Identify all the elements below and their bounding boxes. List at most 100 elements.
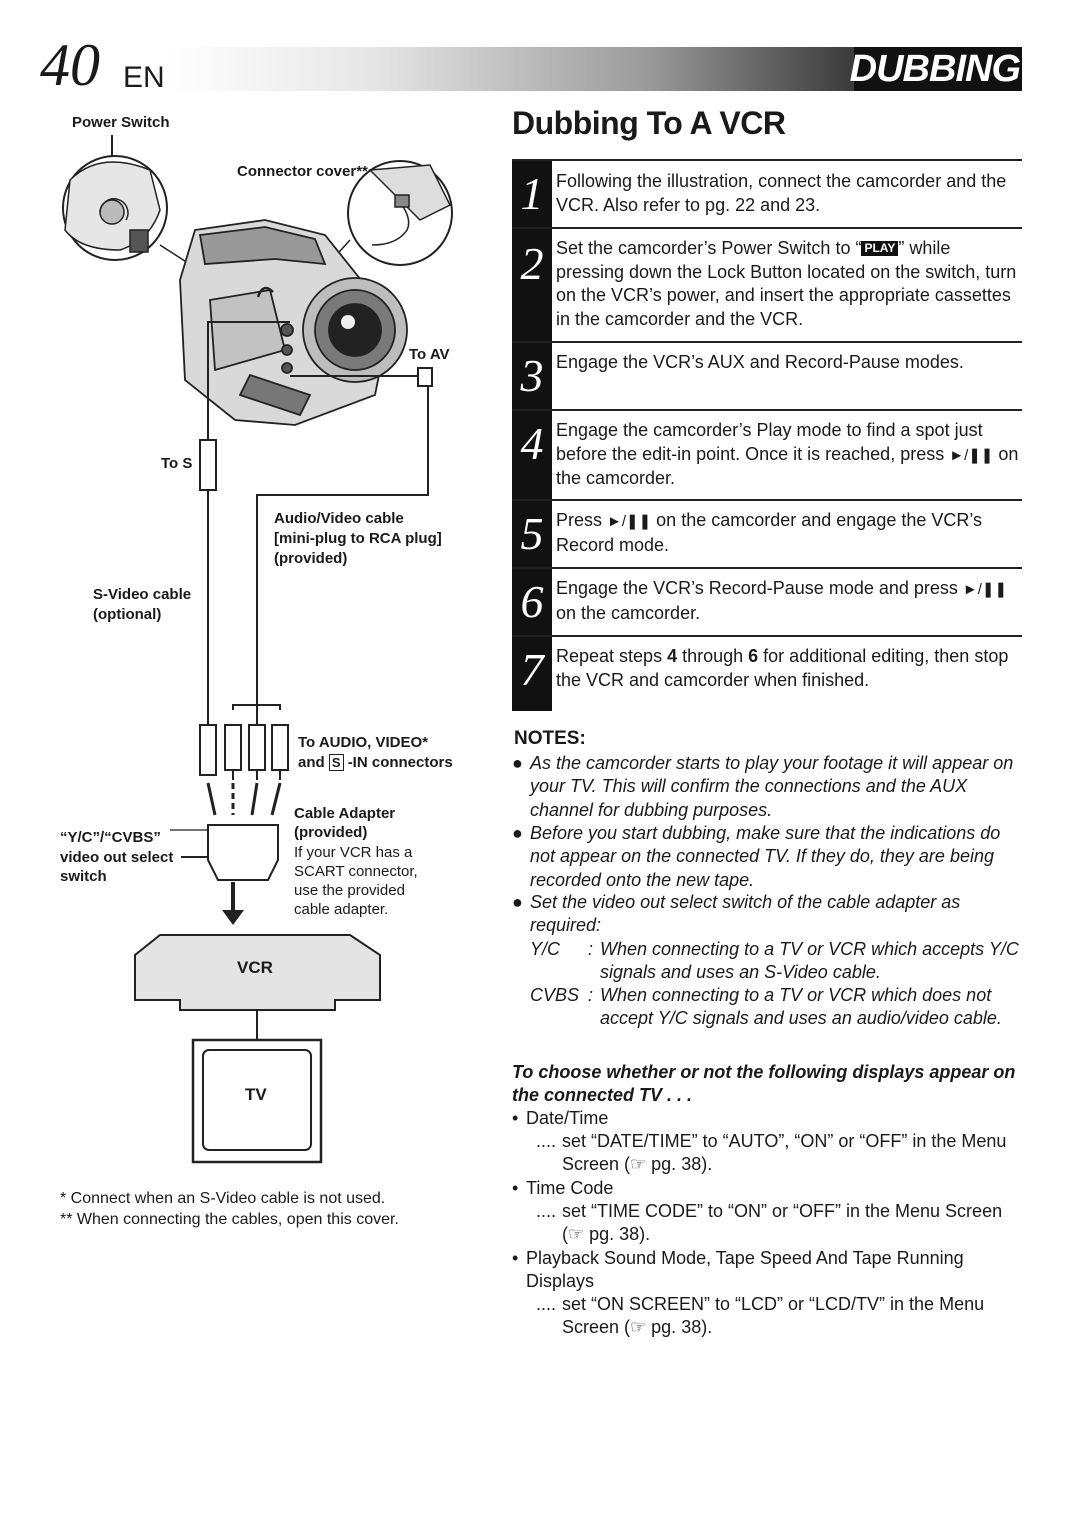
step-number: 6	[512, 569, 552, 635]
bullet-icon: •	[512, 1108, 519, 1128]
step-text-part: on the camcorder.	[556, 602, 701, 623]
step-row	[512, 499, 1022, 501]
page-language: EN	[123, 61, 165, 94]
note-definition: Y/C : When connecting to a TV or VCR whi…	[530, 938, 1022, 985]
step-row	[512, 227, 1022, 229]
and-text: and	[298, 754, 325, 771]
step-row	[512, 635, 1022, 637]
step-number: 7	[512, 637, 552, 711]
display-item: • Time Code	[512, 1177, 1022, 1200]
step-row	[512, 409, 1022, 411]
note-text: Set the video out select switch of the c…	[530, 892, 961, 936]
step-text: Following the illustration, connect the …	[556, 171, 1007, 215]
footnote-2: ** When connecting the cables, open this…	[60, 1211, 399, 1228]
page-number: 40	[40, 32, 100, 98]
definition-key: CVBS	[530, 985, 580, 1005]
av-cable-label-1: Audio/Video cable	[274, 510, 404, 527]
play-mode-icon: PLAY	[861, 241, 899, 256]
connector-cover-label-1: Connector cover**	[237, 163, 368, 180]
bullet-icon: ●	[512, 823, 523, 843]
step-text-part: on the camcorder.	[556, 443, 1019, 489]
definition-value: When connecting to a TV or VCR which acc…	[600, 939, 1019, 983]
display-setting-text: set “ON SCREEN” to “LCD” or “LCD/TV” in …	[562, 1294, 985, 1338]
header-title-background	[854, 47, 1022, 91]
svideo-cable-upper	[207, 321, 290, 440]
step-row	[512, 567, 1022, 569]
bullet-icon: ●	[512, 892, 523, 912]
leader-dots: ....	[536, 1201, 557, 1221]
to-av-label: To AV	[409, 346, 450, 363]
note-item: ● Set the video out select switch of the…	[512, 891, 1022, 938]
display-setting-text: set “TIME CODE” to “ON” or “OFF” in the …	[562, 1201, 1003, 1245]
step-number: 3	[512, 343, 552, 409]
footnote-1: * Connect when an S-Video cable is not u…	[60, 1190, 386, 1207]
in-connectors-text: -IN connectors	[347, 754, 453, 771]
definition-colon: :	[588, 939, 594, 959]
ycvbs-label-3: switch	[60, 868, 107, 885]
header-gradient-bar	[165, 47, 855, 91]
display-setting-text: set “DATE/TIME” to “AUTO”, “ON” or “OFF”…	[562, 1131, 1007, 1175]
display-setting: .... set “TIME CODE” to “ON” or “OFF” in…	[536, 1200, 1022, 1247]
step-text: Engage the VCR’s Record-Pause mode and p…	[556, 577, 1022, 625]
bullet-icon: •	[512, 1178, 519, 1198]
svideo-plug-lower-icon	[199, 724, 217, 776]
step-text-part: Engage the camcorder’s Play mode to find…	[556, 420, 983, 464]
cable-adapter-note-2: SCART connector,	[294, 863, 418, 880]
definition-value: When connecting to a TV or VCR which doe…	[600, 985, 1002, 1029]
definition-colon: :	[588, 985, 594, 1005]
step-text-part: Repeat steps	[556, 646, 668, 666]
av-cable-label-2: [mini-plug to RCA plug]	[274, 530, 442, 547]
display-setting: .... set “DATE/TIME” to “AUTO”, “ON” or …	[536, 1130, 1022, 1177]
svideo-cable-label-2: (optional)	[93, 606, 162, 623]
step-text: Press ►/❚❚ on the camcorder and engage t…	[556, 509, 1022, 557]
svideo-cable-label-1: S-Video cable	[93, 586, 192, 603]
step-row	[512, 159, 1022, 227]
step-ref: 4	[667, 646, 678, 666]
connector-cover-icon	[368, 164, 452, 246]
step-number: 2	[512, 229, 552, 341]
tv-label: TV	[245, 1085, 267, 1104]
section-header-title: DUBBING	[849, 48, 1021, 90]
cable-adapter-note-1: If your VCR has a	[294, 844, 413, 861]
note-text: Before you start dubbing, make sure that…	[530, 823, 1001, 890]
step-text-part: for additional editing, then stop the VC…	[556, 646, 1009, 690]
cable-adapter-label-1: Cable Adapter	[294, 805, 396, 822]
vcr-icon	[134, 934, 381, 1011]
rca-plug-icon	[224, 724, 242, 771]
leader-dots: ....	[536, 1131, 557, 1151]
svideo-plug-icon	[199, 439, 217, 491]
display-item-label: Time Code	[526, 1178, 614, 1198]
to-audio-video-label-2: and S -IN connectors	[298, 753, 453, 772]
step-text-part: through	[677, 646, 749, 666]
cable-adapter-label-2: (provided)	[294, 824, 368, 841]
cable-adapter-note-4: cable adapter.	[294, 901, 389, 918]
step-text: Engage the camcorder’s Play mode to find…	[556, 419, 1022, 491]
ycvbs-label-1: “Y/C”/“CVBS”	[60, 829, 161, 846]
definition-key: Y/C	[530, 939, 561, 959]
play-pause-icon: ►/❚❚	[962, 581, 1008, 598]
display-setting: .... set “ON SCREEN” to “LCD” or “LCD/TV…	[536, 1293, 1022, 1340]
step-text-part: on the camcorder and engage the VCR’s Re…	[556, 510, 983, 555]
s-video-icon: S	[328, 754, 344, 771]
vcr-label: VCR	[237, 958, 273, 977]
av-cable	[256, 386, 429, 705]
step-text-part: Press	[556, 510, 608, 530]
bullet-icon: •	[512, 1248, 519, 1268]
bullet-icon: ●	[512, 753, 523, 773]
step-text-part: ” while pressing down the Lock Button lo…	[556, 238, 1017, 329]
step-number: 5	[512, 501, 552, 567]
leader-dots: ....	[536, 1294, 557, 1314]
av-cable-label-3: (provided)	[274, 550, 348, 567]
step-text-part: Set the camcorder’s Power Switch to “	[556, 238, 862, 258]
note-item: ● Before you start dubbing, make sure th…	[512, 822, 1022, 892]
play-pause-icon: ►/❚❚	[949, 446, 994, 464]
cable-adapter-icon	[207, 824, 279, 881]
to-audio-video-label-1: To AUDIO, VIDEO*	[298, 734, 429, 751]
step-number: 4	[512, 411, 552, 499]
rca-plug-icon	[248, 724, 266, 771]
play-pause-icon: ►/❚❚	[607, 513, 652, 530]
minijack-plug-icon	[417, 367, 433, 387]
display-item-label: Date/Time	[526, 1108, 609, 1128]
step-ref: 6	[748, 646, 759, 666]
display-item: • Date/Time	[512, 1107, 1022, 1130]
